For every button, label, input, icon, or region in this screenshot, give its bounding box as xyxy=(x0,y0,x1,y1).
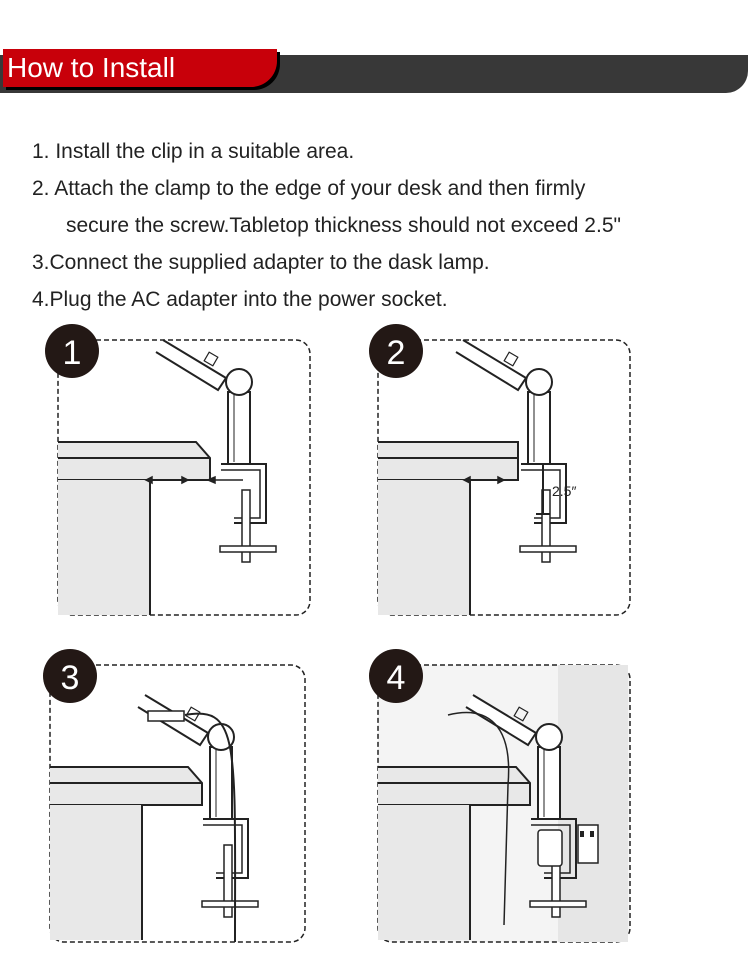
step-badge-1: 1 xyxy=(45,324,99,378)
step-2-continued: secure the screw.Tabletop thickness shou… xyxy=(66,214,621,237)
svg-text:1: 1 xyxy=(63,334,82,372)
step-4: 4.Plug the AC adapter into the power soc… xyxy=(32,288,448,311)
panel-3-illustration xyxy=(49,664,306,943)
thickness-label: 2.5″ xyxy=(552,483,576,499)
panel-1-illustration xyxy=(57,339,311,616)
panel-4-illustration xyxy=(377,664,631,943)
step-badge-4: 4 xyxy=(369,649,423,703)
step-badge-2: 2 xyxy=(369,324,423,378)
step-2: 2. Attach the clamp to the edge of your … xyxy=(32,177,586,200)
svg-text:4: 4 xyxy=(387,659,406,697)
header-title: How to Install xyxy=(7,52,176,83)
step-1: 1. Install the clip in a suitable area. xyxy=(32,140,355,163)
panel-2-illustration: 2.5″ xyxy=(377,339,631,616)
svg-text:2: 2 xyxy=(387,334,406,372)
instruction-list: 1. Install the clip in a suitable area. … xyxy=(32,133,621,318)
step-3: 3.Connect the supplied adapter to the da… xyxy=(32,251,490,274)
step-badge-3: 3 xyxy=(43,649,97,703)
svg-text:3: 3 xyxy=(61,659,80,697)
header-tab xyxy=(3,49,277,87)
